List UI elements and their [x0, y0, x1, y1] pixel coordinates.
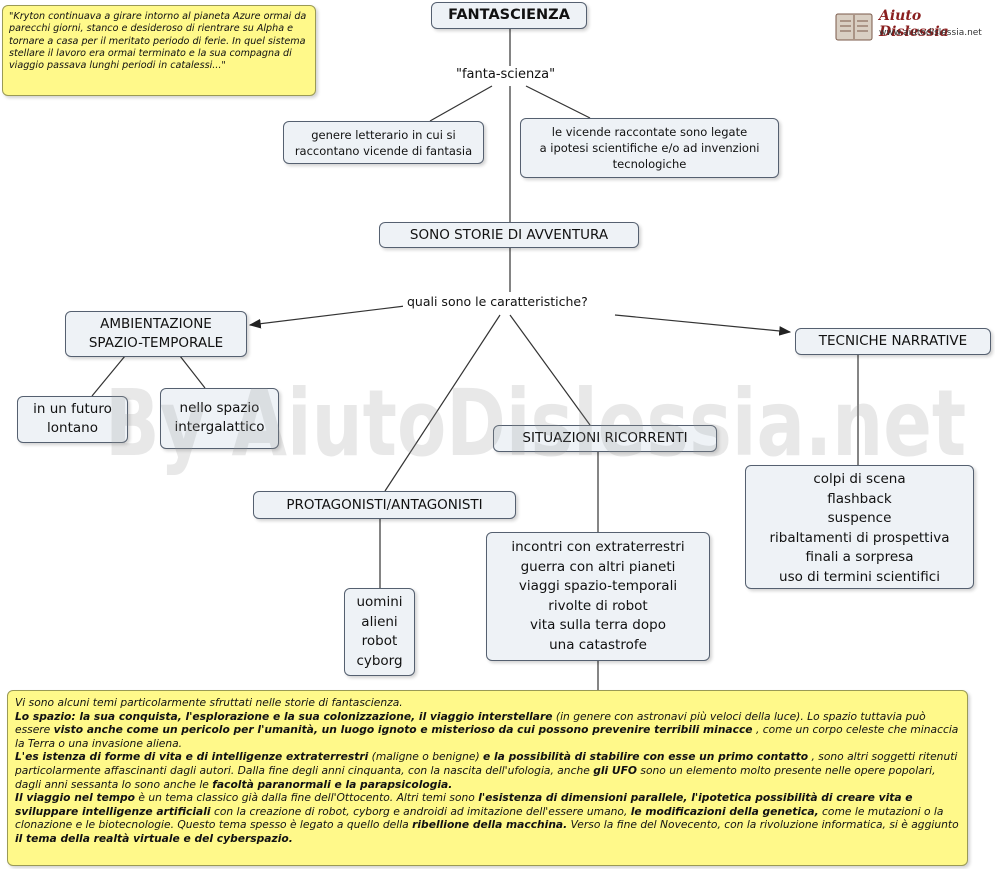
definition-right-line: le vicende raccontate sono legate	[551, 125, 748, 139]
themes-text: (maligne o benigne)	[368, 750, 484, 764]
themes-text: con la creazione di robot, cyborg e andr…	[210, 804, 631, 818]
protagonisti-item: uomini	[356, 594, 403, 610]
link-fanta-scienza: "fanta-scienza"	[452, 66, 560, 84]
quote-note: "Kryton continuava a girare intorno al p…	[2, 5, 316, 96]
definition-right-line: tecnologiche	[612, 157, 687, 171]
logo-url: www.aiutodislessia.net	[879, 28, 982, 38]
situazioni-item: incontri con extraterrestri	[511, 539, 685, 555]
stories-node[interactable]: SONO STORIE DI AVVENTURA	[379, 222, 639, 248]
line-ambient-future	[91, 355, 126, 397]
line-caratt-situaz	[509, 314, 591, 426]
arrow-tecniche	[614, 314, 792, 336]
protagonisti-item: alieni	[361, 613, 398, 630]
line-fanta-defright	[525, 85, 591, 119]
themes-text: Verso la fine del Novecento, con la rivo…	[567, 818, 959, 832]
tecniche-item: suspence	[827, 510, 892, 526]
tecniche-item: finali a sorpresa	[805, 549, 914, 565]
definition-right[interactable]: le vicende raccontate sono legate a ipot…	[520, 118, 779, 178]
link-caratteristiche: quali sono le caratteristiche?	[403, 293, 592, 311]
themes-text: sono un elemento molto presente nelle op…	[15, 763, 936, 791]
tecniche-item: flashback	[827, 490, 892, 507]
situazioni-title: SITUAZIONI RICORRENTI	[522, 430, 688, 446]
themes-bold: Il viaggio nel tempo	[15, 791, 135, 805]
future-line: lontano	[47, 420, 98, 436]
protagonisti-item: cyborg	[356, 652, 403, 669]
space-node[interactable]: nello spazio intergalattico	[160, 388, 279, 449]
themes-text: , sono altri soggetti ritenuti particola…	[15, 750, 958, 777]
tecniche-items[interactable]: colpi di scena flashback suspence ribalt…	[745, 465, 974, 589]
themes-intro: Vi sono alcuni temi particolarmente sfru…	[15, 696, 403, 709]
themes-text: (in genere con astronavi più veloci dell…	[15, 709, 926, 737]
themes-bold: visto anche come un pericolo per l'umani…	[53, 723, 753, 737]
logo-name: Aiuto Dislessia	[879, 8, 949, 40]
situazioni-node[interactable]: SITUAZIONI RICORRENTI	[493, 425, 717, 452]
themes-text: è un tema classico già dalla fine dell'O…	[134, 791, 479, 805]
themes-bold: il tema della realtà virtuale e del cybe…	[15, 831, 293, 845]
situazioni-items[interactable]: incontri con extraterrestri guerra con a…	[486, 532, 710, 661]
situazioni-item: vita sulla terra dopo	[530, 617, 666, 633]
protagonisti-item: robot	[361, 633, 398, 649]
line-caratt-protag	[384, 314, 501, 492]
book-icon	[835, 13, 873, 41]
arrow-ambient	[248, 305, 406, 329]
themes-bold: facoltà paranormali e la parapsicologia.	[212, 777, 453, 791]
situazioni-item: rivolte di robot	[548, 597, 648, 614]
ambientazione-node[interactable]: AMBIENTAZIONE SPAZIO-TEMPORALE	[65, 311, 247, 357]
space-line: nello spazio	[179, 400, 260, 416]
line-fanta-defleft	[429, 85, 493, 122]
space-line: intergalattico	[174, 419, 265, 435]
tecniche-node[interactable]: TECNICHE NARRATIVE	[795, 328, 991, 355]
quote-text: "Kryton continuava a girare intorno al p…	[9, 11, 307, 72]
themes-text: come le mutazioni o la clonazione e le b…	[15, 804, 944, 832]
themes-bold: gli UFO	[593, 763, 637, 777]
themes-bold: ribellione della macchina.	[412, 818, 568, 832]
themes-bold: l'esistenza di dimensioni parallele, l'i…	[15, 791, 913, 818]
protagonisti-items[interactable]: uomini alieni robot cyborg	[344, 588, 415, 676]
themes-bold: e la possibilità di stabilire con esse u…	[483, 750, 809, 764]
protagonisti-node[interactable]: PROTAGONISTI/ANTAGONISTI	[253, 491, 516, 519]
line-ambient-space	[179, 355, 206, 389]
protagonisti-title: PROTAGONISTI/ANTAGONISTI	[286, 497, 483, 513]
situazioni-item: guerra con altri pianeti	[520, 558, 676, 575]
themes-text: , come un corpo celeste che minaccia la …	[15, 723, 959, 750]
future-line: in un futuro	[33, 401, 112, 417]
tecniche-title: TECNICHE NARRATIVE	[818, 333, 968, 349]
logo: Aiuto Dislessia www.aiutodislessia.net	[835, 8, 987, 44]
title-node[interactable]: FANTASCIENZA	[431, 2, 587, 29]
tecniche-item: colpi di scena	[813, 471, 906, 487]
themes-bold: L'es istenza di forme di vita e di intel…	[15, 750, 369, 764]
title-text: FANTASCIENZA	[448, 7, 570, 23]
tecniche-item: ribaltamenti di prospettiva	[769, 529, 950, 546]
themes-note: Vi sono alcuni temi particolarmente sfru…	[7, 690, 968, 866]
definition-left-line: raccontano vicende di fantasia	[294, 144, 473, 158]
definition-right-line: a ipotesi scientifiche e/o ad invenzioni	[539, 141, 760, 155]
stories-text: SONO STORIE DI AVVENTURA	[409, 227, 609, 243]
themes-bold: Lo spazio: la sua conquista, l'esplorazi…	[15, 709, 553, 723]
definition-left[interactable]: genere letterario in cui si raccontano v…	[283, 121, 484, 164]
themes-bold: le modificazioni della genetica,	[630, 804, 819, 818]
future-node[interactable]: in un futuro lontano	[17, 396, 128, 443]
ambientazione-line: AMBIENTAZIONE	[100, 316, 212, 332]
definition-left-line: genere letterario in cui si	[311, 128, 456, 142]
situazioni-item: una catastrofe	[549, 636, 647, 653]
ambientazione-line: SPAZIO-TEMPORALE	[88, 335, 224, 351]
tecniche-item: uso di termini scientifici	[779, 568, 940, 585]
situazioni-item: viaggi spazio-temporali	[518, 578, 678, 594]
